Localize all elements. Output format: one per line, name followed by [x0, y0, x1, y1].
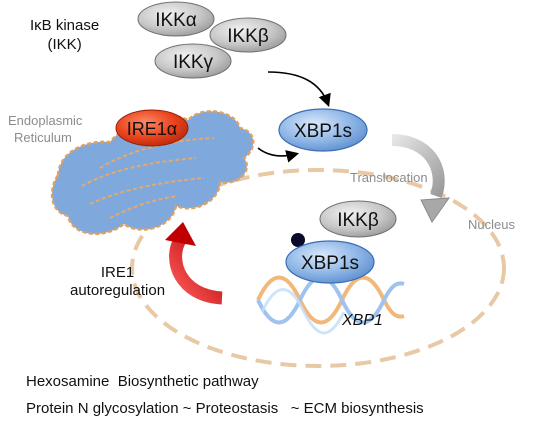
ikk-title-line2: (IKK)	[47, 36, 82, 53]
phosphate-dot	[291, 233, 305, 247]
xbp1s-cytoplasm-oval	[278, 108, 368, 152]
dna-helix	[256, 275, 405, 335]
ikk-complex: IKKα IKKβ IKKγ	[137, 1, 287, 79]
translocation-label: Translocation	[350, 170, 428, 185]
er-label-line2: Reticulum	[14, 130, 72, 145]
footer-line1: Hexosamine Biosynthetic pathway	[26, 373, 259, 390]
nucleus-xbp1s-oval	[285, 240, 375, 284]
nucleus-ikkb-oval	[319, 200, 397, 238]
nucleus-xbp1s-label: XBP1s	[301, 253, 359, 274]
ikk-title: IκB kinase (IKK)	[30, 16, 99, 54]
ikk-alpha-oval	[137, 1, 215, 37]
ire1a-oval	[115, 109, 189, 147]
nucleus-membrane	[130, 168, 506, 368]
ikk-gamma-label: IKKγ	[173, 52, 214, 73]
gene-label: XBP1	[342, 312, 383, 329]
translocation-arrow	[391, 134, 451, 223]
xbp1s-cytoplasm-label: XBP1s	[294, 121, 352, 142]
er-to-xbp1s-arrow	[257, 147, 300, 163]
ikk-title-line1: IκB kinase	[30, 17, 100, 34]
ikk-beta-oval	[209, 17, 287, 53]
footer-line2: Protein N glycosylation ~ Proteostasis ~…	[26, 400, 424, 417]
ikk-gamma-oval	[154, 43, 232, 79]
ikk-alpha-label: IKKα	[155, 10, 197, 31]
er-label-line1: Endoplasmic	[8, 113, 83, 128]
autoregulation-line1: IRE1	[100, 264, 135, 281]
ire1a-label: IRE1α	[127, 119, 177, 139]
ikk-to-xbp1s-arrow	[267, 71, 331, 108]
autoregulation-line2: autoregulation	[70, 282, 166, 299]
autoregulation-arrow	[165, 222, 223, 305]
nucleus-label: Nucleus	[468, 217, 515, 232]
ikk-beta-label: IKKβ	[227, 26, 269, 47]
nucleus-ikkb-label: IKKβ	[337, 210, 379, 231]
autoregulation-label: IRE1 autoregulation	[70, 264, 165, 300]
er-label: Endoplasmic Reticulum	[8, 112, 82, 146]
